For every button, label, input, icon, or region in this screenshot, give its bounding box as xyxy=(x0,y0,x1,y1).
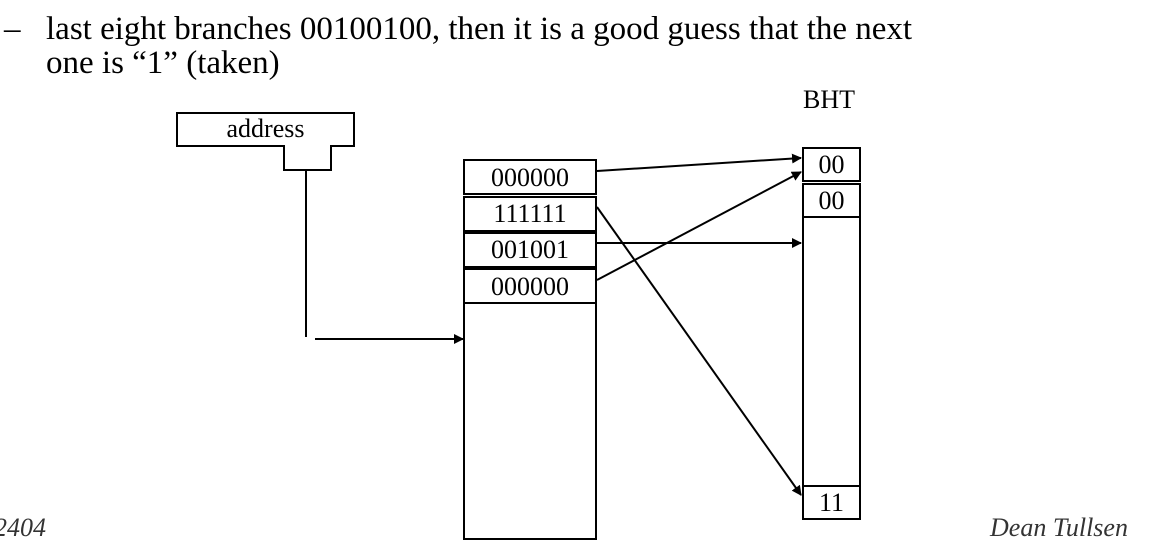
history-entry-0-text: 000000 xyxy=(491,163,569,192)
bht-entry-bottom-text: 11 xyxy=(818,488,845,517)
bht-body xyxy=(802,216,861,488)
bullet-text-line-1: last eight branches 00100100, then it is… xyxy=(46,11,913,47)
footer-author: Dean Tullsen xyxy=(990,513,1128,542)
bht-title: BHT xyxy=(803,85,855,114)
bht-entry-0: 00 xyxy=(802,147,861,182)
history-entry-3-text: 000000 xyxy=(491,272,569,301)
address-label: address xyxy=(226,114,305,143)
arrow-entry0-to-bht0 xyxy=(596,153,802,172)
history-entry-1: 111111 xyxy=(463,196,597,232)
history-table xyxy=(463,300,597,540)
address-index-bits xyxy=(283,145,332,171)
history-entry-1-text: 111111 xyxy=(493,199,567,228)
arrow-entry1-to-bht-bottom xyxy=(596,206,802,496)
bht-entry-1: 00 xyxy=(802,183,861,218)
arrow-entry3-to-bht0 xyxy=(596,171,802,281)
history-entry-0: 000000 xyxy=(463,159,597,195)
address-box: address xyxy=(176,112,355,147)
history-entry-3: 000000 xyxy=(463,268,597,304)
bullet-text-line-2: one is “1” (taken) xyxy=(46,45,280,81)
bullet-dash: – xyxy=(4,11,21,47)
history-entry-2-text: 001001 xyxy=(491,235,569,264)
bht-entry-bottom: 11 xyxy=(802,485,861,520)
history-entry-2: 001001 xyxy=(463,232,597,268)
footer-course-number: 2404 xyxy=(0,513,46,542)
bht-entry-1-text: 00 xyxy=(818,186,845,215)
bht-entry-0-text: 00 xyxy=(818,150,845,179)
